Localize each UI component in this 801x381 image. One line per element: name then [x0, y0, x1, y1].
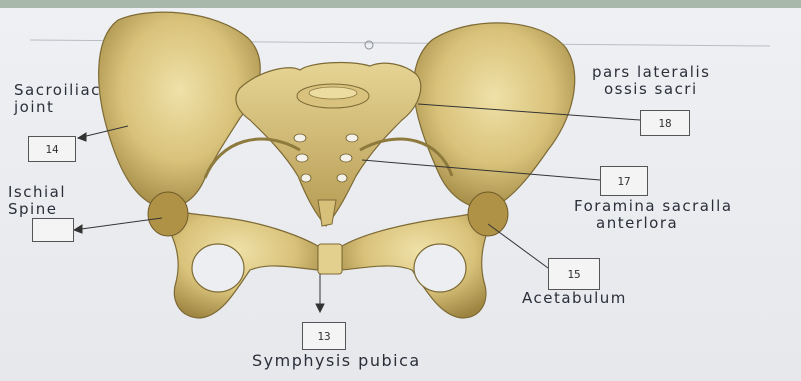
label-ischial-line2: Spine: [8, 201, 66, 218]
label-foramina-sacralia: Foramina sacralla anterlora: [574, 198, 733, 233]
label-sacroiliac-line1: Sacroiliac: [14, 82, 101, 99]
answer-box-17: 17: [600, 166, 648, 196]
label-ischial-line1: Ischial: [8, 184, 66, 201]
label-sacroiliac-joint: Sacroiliac joint: [14, 82, 101, 117]
label-sacroiliac-line2: joint: [14, 99, 101, 116]
right-acetabulum: [468, 192, 508, 236]
label-pars-lateralis: pars lateralis ossis sacri: [592, 64, 710, 99]
answer-box-ischial: [32, 218, 74, 242]
label-foramina-line2: anterlora: [574, 215, 733, 232]
label-symphysis-pubica: Symphysis pubica: [252, 352, 421, 370]
answer-box-14: 14: [28, 136, 76, 162]
coccyx: [318, 200, 336, 226]
arrowhead-14: [78, 133, 86, 141]
label-acetabulum: Acetabulum: [522, 290, 627, 307]
label-foramina-line1: Foramina sacralla: [574, 198, 733, 215]
leader-15: [488, 224, 548, 268]
left-obturator-foramen: [192, 244, 244, 292]
left-ilium: [99, 12, 261, 208]
label-pars-line1: pars lateralis: [592, 64, 710, 81]
label-pars-line2: ossis sacri: [592, 81, 710, 98]
arrowhead-ischial: [74, 225, 82, 233]
sacral-base: [309, 87, 357, 99]
pubic-symphysis: [318, 244, 342, 274]
leader-ischial: [74, 218, 162, 230]
arrowhead-13: [316, 304, 324, 312]
answer-box-13: 13: [302, 322, 346, 350]
answer-box-15: 15: [548, 258, 600, 290]
guide-marker: [365, 41, 373, 49]
label-ischial-spine: Ischial Spine: [8, 184, 66, 219]
right-ilium: [414, 23, 575, 208]
answer-box-18: 18: [640, 110, 690, 136]
left-acetabulum: [148, 192, 188, 236]
right-obturator-foramen: [414, 244, 466, 292]
